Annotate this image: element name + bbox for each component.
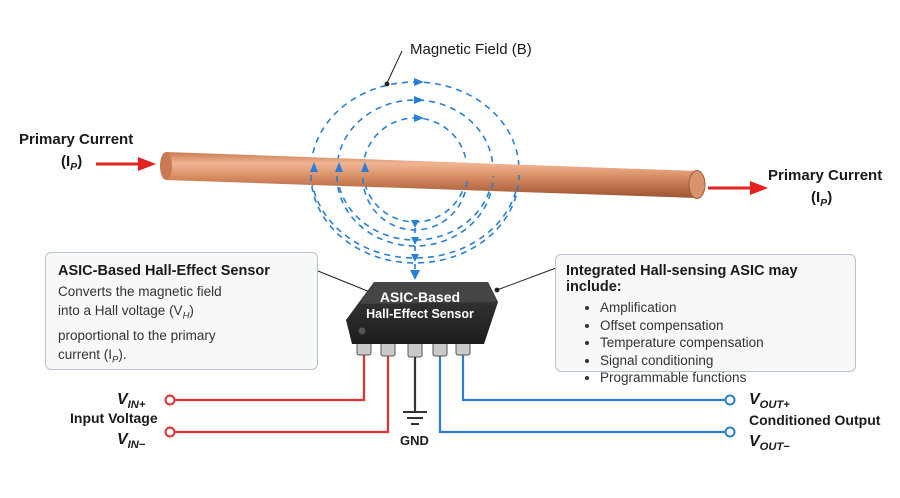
primary-current-symbol-right: (IP) [811, 189, 833, 209]
field-arrow-bottom-1 [411, 220, 419, 228]
primary-current-label-right: Primary Current [768, 167, 883, 184]
wires [174, 352, 726, 434]
right-box-title: Integrated Hall-sensing ASIC may include… [566, 263, 798, 295]
field-arrow-left-3 [361, 162, 369, 172]
list-item: Temperature compensation [600, 334, 855, 352]
wire-vout-minus [438, 352, 726, 434]
conditioned-output-label: Conditioned Output [749, 412, 881, 428]
chip-label-line1: ASIC-Based [379, 289, 461, 305]
left-info-box: ASIC-Based Hall-Effect Sensor Converts t… [45, 252, 318, 370]
terminals [164, 394, 736, 438]
wire-vout-plus [461, 352, 726, 402]
list-item: Amplification [600, 299, 855, 317]
primary-current-arrows [96, 157, 768, 195]
field-arrow-top-3 [414, 114, 424, 122]
field-label-leader [386, 50, 403, 84]
input-current-arrow-icon [138, 157, 156, 171]
terminal-vout-minus[interactable] [724, 426, 736, 438]
wire-vin-plus [174, 352, 366, 402]
wire-vin-minus [174, 352, 390, 434]
primary-current-symbol-left: (IP) [61, 153, 83, 173]
chip-label-line2: Hall-Effect Sensor [366, 307, 474, 321]
vout-minus-label: VOUT− [749, 433, 790, 454]
chip-pin1-dot [358, 327, 366, 335]
vout-plus-label: VOUT+ [749, 391, 790, 412]
feature-list: Amplification Offset compensation Temper… [566, 299, 855, 387]
field-arrow-left-1 [310, 162, 318, 172]
list-item: Signal conditioning [600, 352, 855, 370]
field-label-leader-dot [384, 81, 390, 87]
magnetic-field-label: Magnetic Field (B) [410, 41, 532, 58]
input-voltage-label: Input Voltage [70, 410, 158, 426]
left-box-leader [317, 270, 371, 293]
output-current-arrow-icon [750, 181, 768, 195]
gnd-label: GND [400, 433, 429, 448]
copper-conductor [160, 152, 706, 199]
terminal-vin-plus[interactable] [164, 394, 176, 406]
field-arrow-into-chip [410, 270, 420, 280]
vin-minus-label: VIN− [117, 431, 146, 452]
list-item: Offset compensation [600, 317, 855, 335]
left-box-body: Converts the magnetic field into a Hall … [58, 284, 222, 366]
primary-current-label-left: Primary Current [19, 131, 134, 148]
terminal-vin-minus[interactable] [164, 426, 176, 438]
vin-plus-label: VIN+ [117, 391, 146, 412]
terminal-vout-plus[interactable] [724, 394, 736, 406]
field-arrow-top-1 [414, 78, 424, 86]
sensor-chip [346, 282, 498, 344]
field-arrow-top-2 [414, 96, 424, 104]
ground-icon [403, 411, 427, 425]
left-box-title: ASIC-Based Hall-Effect Sensor [58, 263, 270, 279]
list-item: Programmable functions [600, 369, 855, 387]
right-box-leader [496, 267, 557, 291]
field-arrow-left-2 [335, 162, 343, 172]
right-info-box: Integrated Hall-sensing ASIC may include… [555, 254, 856, 385]
